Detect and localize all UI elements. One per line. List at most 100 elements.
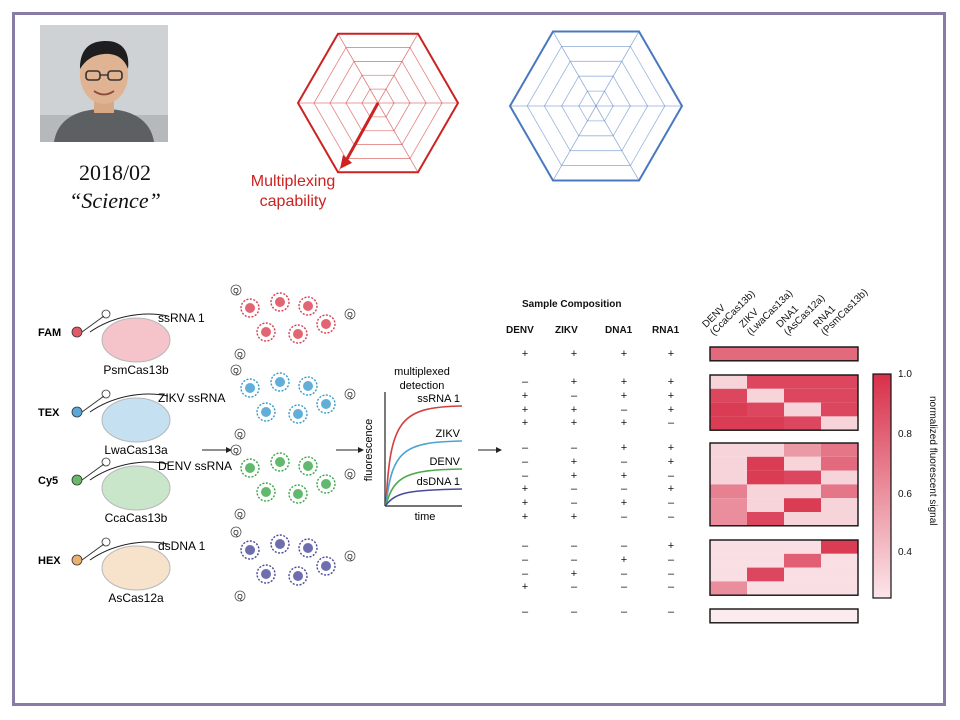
plot-ylabel: fluorescence — [363, 419, 375, 481]
bead-core-7 — [275, 377, 285, 387]
enzyme-shape-0 — [101, 317, 171, 363]
bead-core-13 — [275, 457, 285, 467]
enzyme-label-2: CcaCas13b — [105, 511, 168, 525]
heat-cell — [784, 512, 821, 526]
sc-cell: – — [521, 376, 529, 388]
curve-dsdna1 — [385, 488, 463, 506]
caption-journal: “Science” — [69, 188, 161, 213]
heat-cell — [710, 388, 747, 403]
colorbar-tick-0: 1.0 — [898, 369, 912, 380]
bead-6 — [240, 378, 260, 398]
heat-cell — [821, 347, 858, 361]
bead-3 — [256, 322, 276, 342]
heat-cell — [784, 470, 821, 485]
radar-blue-spoke-1 — [595, 105, 640, 181]
curve-label-ssrna1: ssRNA 1 — [417, 393, 460, 405]
svg-text:Q: Q — [233, 530, 239, 537]
bead-19 — [270, 534, 290, 554]
sc-cell: – — [570, 581, 578, 594]
svg-text:Q: Q — [233, 448, 239, 455]
bead-10 — [288, 404, 308, 424]
sc-cell: – — [667, 553, 675, 566]
sc-cell: – — [570, 540, 578, 552]
bead-core-9 — [261, 407, 271, 417]
sc-col-header-rna1: RNA1 — [652, 325, 680, 336]
sc-cell: + — [620, 376, 628, 388]
heat-cell — [784, 581, 821, 596]
sc-cell: + — [620, 417, 628, 430]
heat-cell — [710, 484, 747, 499]
quencher-bead-0-0: Q — [230, 284, 242, 296]
sc-cell: – — [620, 511, 628, 523]
sc-cell: + — [620, 348, 628, 360]
heat-cell — [710, 402, 747, 417]
sc-cell: – — [667, 417, 675, 430]
sc-cell: – — [667, 606, 675, 618]
bead-core-15 — [261, 487, 271, 497]
plot-xlabel: time — [415, 511, 436, 523]
heat-cell — [710, 540, 747, 554]
sc-cell: – — [521, 540, 529, 552]
rna-strand-3 — [89, 541, 169, 561]
sc-cell: + — [620, 497, 628, 510]
dye-label-0: FAM — [38, 327, 61, 339]
arrow-3 — [478, 447, 502, 453]
bead-4 — [288, 324, 308, 344]
heat-cell — [747, 470, 784, 485]
heat-cell — [784, 443, 821, 457]
rna-strand-1 — [89, 393, 169, 413]
sc-cell: – — [570, 606, 578, 618]
bead-5 — [316, 314, 336, 334]
sc-cell: + — [620, 553, 628, 566]
svg-text:Q: Q — [233, 288, 239, 295]
fluorophore-icon-0 — [71, 326, 83, 338]
bead-0 — [240, 298, 260, 318]
sc-cell: + — [667, 483, 675, 496]
bead-core-22 — [293, 571, 303, 581]
bead-core-12 — [245, 463, 255, 473]
sc-cell: – — [521, 567, 529, 580]
heat-group-border-2 — [709, 442, 859, 527]
bead-core-1 — [275, 297, 285, 307]
svg-text:Q: Q — [237, 594, 243, 601]
enzyme-shape-2 — [101, 465, 171, 511]
heat-cell — [821, 498, 858, 512]
fluorophore-icon-2 — [71, 474, 83, 486]
bead-8 — [298, 376, 318, 396]
heat-cell — [821, 402, 858, 417]
detection-plot: multiplexed detection fluorescence time … — [363, 366, 463, 523]
heat-cell — [784, 402, 821, 417]
heat-cell — [747, 567, 784, 582]
target-label-1: ZIKV ssRNA — [158, 391, 225, 405]
enzyme-label-0: PsmCas13b — [103, 363, 169, 377]
bead-13 — [270, 452, 290, 472]
bead-core-0 — [245, 303, 255, 313]
colorbar — [872, 373, 892, 599]
heat-cell — [784, 347, 821, 361]
heat-group-border-3 — [709, 539, 859, 596]
bead-core-20 — [303, 543, 313, 553]
bead-core-19 — [275, 539, 285, 549]
curve-zikv — [385, 440, 463, 506]
enzyme-shape-3 — [101, 545, 171, 591]
bead-2 — [298, 296, 318, 316]
heat-cell — [784, 540, 821, 554]
quencher-bead-3-2: Q — [234, 590, 246, 602]
dye-label-1: TEX — [38, 407, 60, 419]
enzyme-shape-1 — [101, 397, 171, 443]
radar-red-spoke-5 — [377, 33, 419, 104]
sc-cell: – — [620, 567, 628, 580]
bead-11 — [316, 394, 336, 414]
sc-cell: – — [667, 497, 675, 510]
colorbar-label: normalized fluorescent signal — [927, 396, 938, 526]
bead-22 — [288, 566, 308, 586]
svg-text:Q: Q — [347, 472, 353, 479]
bead-core-3 — [261, 327, 271, 337]
svg-text:Q: Q — [347, 312, 353, 319]
radar-blue-spoke-2 — [552, 105, 597, 181]
heat-cell — [747, 443, 784, 457]
colorbar-tick-2: 0.6 — [898, 489, 912, 500]
sc-cell: + — [570, 455, 578, 468]
